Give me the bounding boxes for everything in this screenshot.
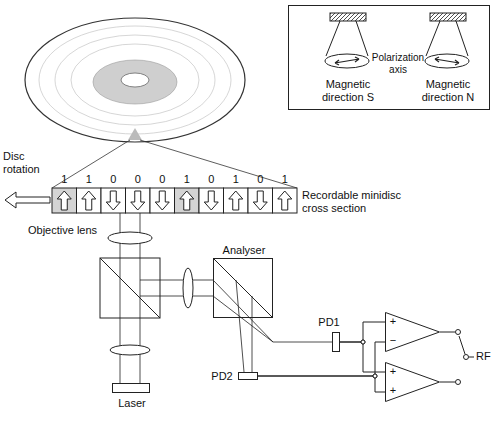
- magnetic-arrow: [278, 191, 292, 210]
- signal-wire: [340, 322, 385, 342]
- inset-box: Polarization axisMagnetic direction S Mag…: [288, 5, 490, 110]
- bit-value: 1: [180, 173, 194, 186]
- part-label: Laser: [107, 397, 157, 410]
- part-label: Analyser: [209, 244, 279, 257]
- bit-value: 1: [57, 173, 71, 186]
- op-amp: +−: [385, 312, 440, 352]
- section-label: Recordable minidisc cross section: [302, 189, 416, 214]
- part-label: Polarization axis: [369, 52, 427, 75]
- bit-value: 0: [155, 173, 169, 186]
- bit-value: 0: [253, 173, 267, 186]
- bit-value: 0: [131, 173, 145, 186]
- input-sign: +: [387, 365, 399, 378]
- magnetic-arrow: [57, 191, 71, 210]
- bit-value: 1: [82, 173, 96, 186]
- motion-label: Disc rotation: [3, 150, 55, 175]
- domain-cell: [101, 188, 126, 213]
- signal-wire: [340, 342, 385, 372]
- bit-value: 0: [106, 173, 120, 186]
- domain-cell: [175, 188, 200, 213]
- bit-value: 1: [229, 173, 243, 186]
- part-label: PD1: [312, 316, 346, 329]
- relay-lens: [183, 268, 193, 308]
- domain-cell: [273, 188, 298, 213]
- magnetic-arrow: [131, 191, 145, 210]
- part-label: Magnetic direction N: [405, 78, 491, 103]
- op-amp: ++: [385, 362, 440, 402]
- junction-dot: [361, 340, 365, 344]
- junction-dot: [373, 374, 377, 378]
- bit-value: 0: [204, 173, 218, 186]
- analyser-prism: Analyser: [213, 258, 273, 318]
- input-sign: +: [387, 315, 399, 328]
- magnetic-arrow: [82, 191, 96, 210]
- magnetic-arrow: [229, 191, 243, 210]
- input-sign: +: [387, 384, 399, 397]
- junction-dot: [373, 374, 377, 378]
- signal-wire: [258, 376, 385, 392]
- domain-cell: [224, 188, 249, 213]
- input-sign: −: [387, 334, 399, 347]
- part-label: Objective lens: [28, 224, 104, 237]
- objective-lens: [108, 232, 152, 244]
- domain-cell: [77, 188, 102, 213]
- magnetic-arrow: [180, 191, 194, 210]
- magnetic-arrow: [106, 191, 120, 210]
- collimator-lens: [110, 345, 150, 355]
- magnetic-arrow: [155, 191, 169, 210]
- magnetic-arrow: [253, 191, 267, 210]
- domain-cell: [199, 188, 224, 213]
- optics: [100, 213, 332, 383]
- part-label: Magnetic direction S: [305, 78, 391, 103]
- domain-cell: [52, 188, 77, 213]
- signal-wire: [258, 342, 385, 376]
- disc: [25, 18, 297, 188]
- output-switch: [440, 330, 474, 385]
- junction-dot: [361, 340, 365, 344]
- domain-cell: [150, 188, 175, 213]
- domain-cell: [248, 188, 273, 213]
- bit-value: 1: [278, 173, 292, 186]
- photodiode: PD2: [238, 372, 258, 380]
- signal-name: RF: [476, 350, 498, 363]
- rotation-arrow: [5, 192, 50, 208]
- part-label: PD2: [207, 370, 237, 383]
- laser-diode: Laser: [112, 383, 150, 393]
- minidisc-cross-section: [52, 188, 297, 213]
- magnetic-arrow: [204, 191, 218, 210]
- photodiode: PD1: [332, 332, 340, 352]
- beam-splitter: [100, 258, 160, 318]
- domain-cell: [126, 188, 151, 213]
